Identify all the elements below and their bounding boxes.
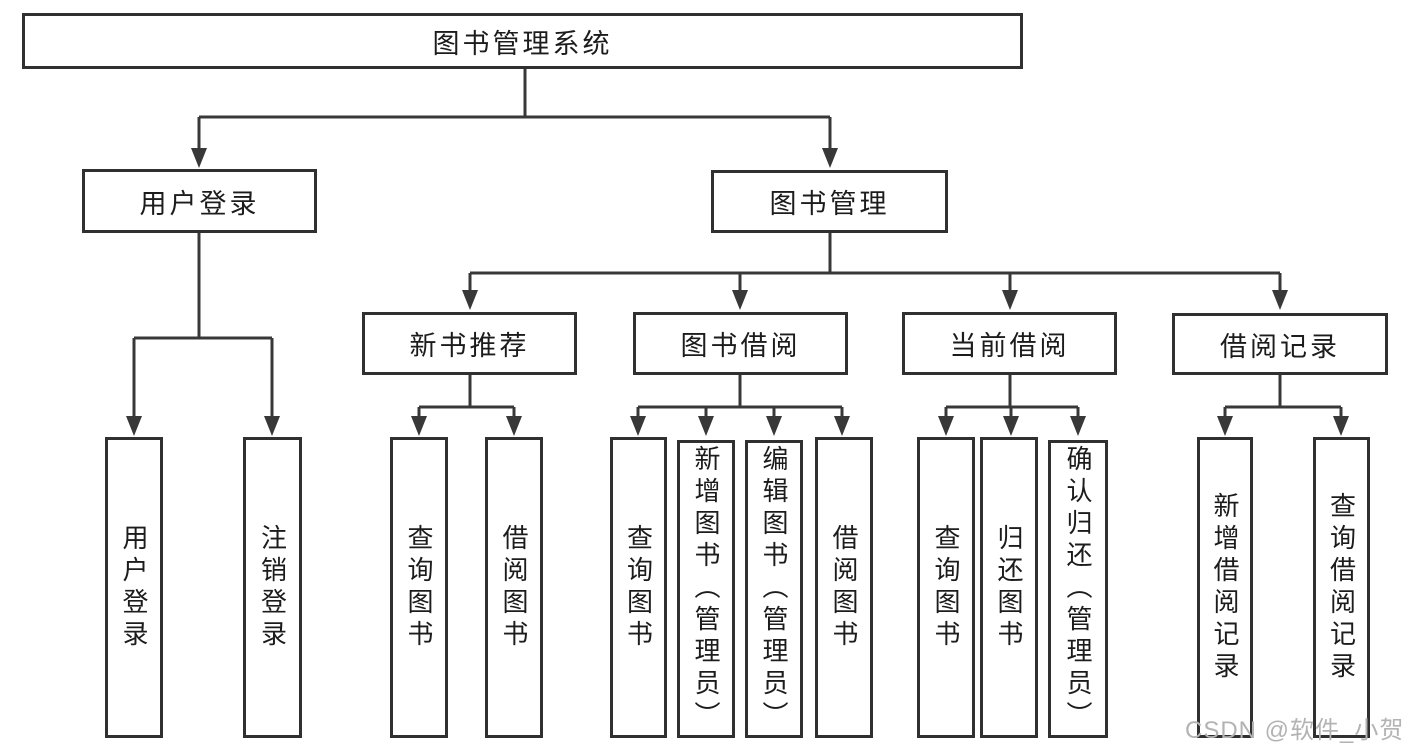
leaf-user-login-label: 用户登录 <box>119 523 149 652</box>
leaf-br-query-record: 查询借阅记录 <box>1313 437 1370 738</box>
leaf-nbr-borrow-books-label: 借阅图书 <box>499 523 529 652</box>
leaf-nbr-query-books: 查询图书 <box>390 437 448 738</box>
node-root-label: 图书管理系统 <box>432 28 613 59</box>
leaf-cb-query-books-label: 查询图书 <box>931 523 961 652</box>
leaf-bb-add-books-admin: 新增图书（管理员） <box>677 440 735 738</box>
leaf-br-add-record: 新增借阅记录 <box>1197 437 1253 738</box>
leaf-bb-query-books-label: 查询图书 <box>623 523 654 652</box>
node-book-borrowing-label: 图书借阅 <box>680 331 801 361</box>
connector-lines <box>132 69 1343 418</box>
node-borrowing-records: 借阅记录 <box>1172 313 1388 375</box>
leaf-bb-edit-books-admin-label: 编辑图书（管理员） <box>759 445 789 733</box>
node-new-book-recommend: 新书推荐 <box>362 312 577 375</box>
leaf-nbr-query-books-label: 查询图书 <box>404 523 434 652</box>
leaf-cb-query-books: 查询图书 <box>917 437 975 738</box>
leaf-bb-borrow-books: 借阅图书 <box>815 437 873 738</box>
leaf-cb-return-books: 归还图书 <box>980 437 1038 738</box>
csdn-watermark: CSDN @软件_小贺同学 <box>1185 717 1405 744</box>
leaf-user-login: 用户登录 <box>105 437 163 738</box>
node-book-management: 图书管理 <box>711 170 948 233</box>
leaf-logout-label: 注销登录 <box>257 523 288 652</box>
leaf-bb-add-books-admin-label: 新增图书（管理员） <box>691 445 721 733</box>
node-book-borrowing: 图书借阅 <box>633 312 848 375</box>
node-user-login: 用户登录 <box>82 169 317 233</box>
node-current-borrowing-label: 当前借阅 <box>949 331 1070 361</box>
leaf-nbr-borrow-books: 借阅图书 <box>485 437 543 738</box>
leaf-cb-return-books-label: 归还图书 <box>994 523 1024 652</box>
leaf-br-query-record-label: 查询借阅记录 <box>1326 491 1357 684</box>
leaf-bb-borrow-books-label: 借阅图书 <box>829 523 859 652</box>
leaf-bb-query-books: 查询图书 <box>610 437 667 738</box>
node-borrowing-records-label: 借阅记录 <box>1220 331 1340 362</box>
node-book-management-label: 图书管理 <box>769 189 890 219</box>
leaf-br-add-record-label: 新增借阅记录 <box>1210 491 1240 684</box>
arrowheads <box>126 148 1349 436</box>
node-user-login-label: 用户登录 <box>139 188 260 219</box>
node-current-borrowing: 当前借阅 <box>902 312 1117 375</box>
leaf-cb-confirm-return-admin-label: 确认归还（管理员） <box>1063 445 1093 733</box>
node-root-system: 图书管理系统 <box>22 13 1023 69</box>
leaf-bb-edit-books-admin: 编辑图书（管理员） <box>745 440 803 738</box>
node-new-book-recommend-label: 新书推荐 <box>409 331 530 361</box>
leaf-logout: 注销登录 <box>243 437 302 738</box>
leaf-cb-confirm-return-admin: 确认归还（管理员） <box>1048 440 1108 738</box>
